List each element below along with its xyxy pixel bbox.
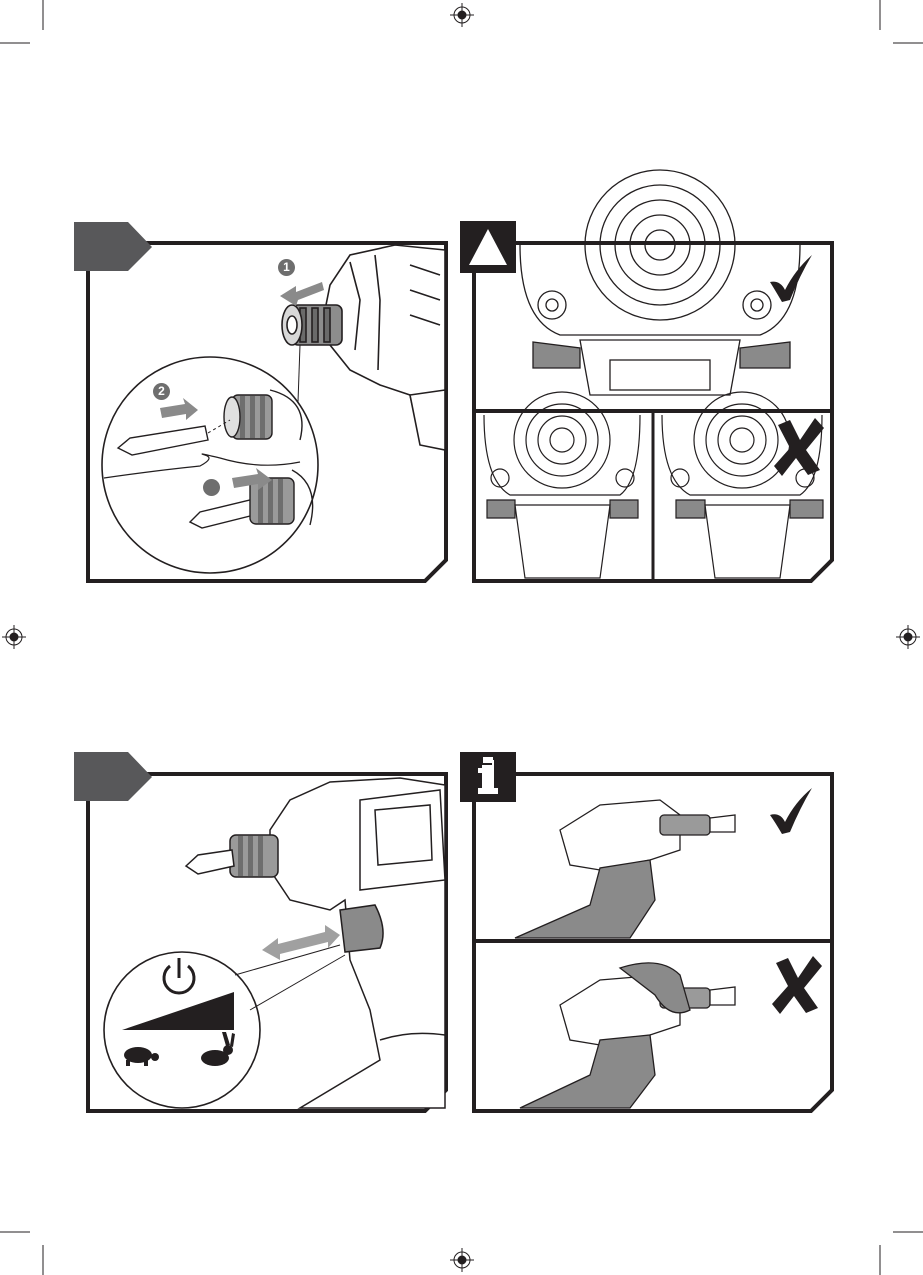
- registration-mark-bottom: [450, 1248, 474, 1272]
- panel-bit-insertion: [74, 222, 446, 581]
- motor-view-correct: [520, 170, 800, 395]
- registration-mark-right: [896, 625, 920, 649]
- cross-mark-bottom: [772, 956, 822, 1014]
- detail-magnifier: [102, 357, 318, 573]
- step-marker-2: 2: [153, 383, 170, 400]
- registration-mark-left: [2, 625, 26, 649]
- step-marker-1: 1: [278, 259, 295, 276]
- panel-trigger-speed: [74, 752, 446, 1111]
- cross-mark: [774, 418, 824, 476]
- motor-view-right: [662, 392, 823, 578]
- grip-correct: [515, 800, 735, 938]
- step-marker-3: [203, 479, 220, 496]
- registration-mark-top: [450, 3, 474, 27]
- step-tab: [74, 222, 152, 271]
- check-mark-top: [770, 255, 812, 302]
- grip-wrong: [520, 963, 735, 1108]
- pull-arrow: [280, 282, 324, 306]
- motor-view-left: [484, 392, 640, 578]
- check-mark-bottom-top: [770, 788, 812, 834]
- panel-orientation-check: [460, 170, 832, 581]
- panel-grip: [460, 752, 832, 1111]
- trigger-button: [340, 905, 383, 952]
- trigger-double-arrow: [262, 925, 340, 960]
- step-tab: [74, 752, 152, 801]
